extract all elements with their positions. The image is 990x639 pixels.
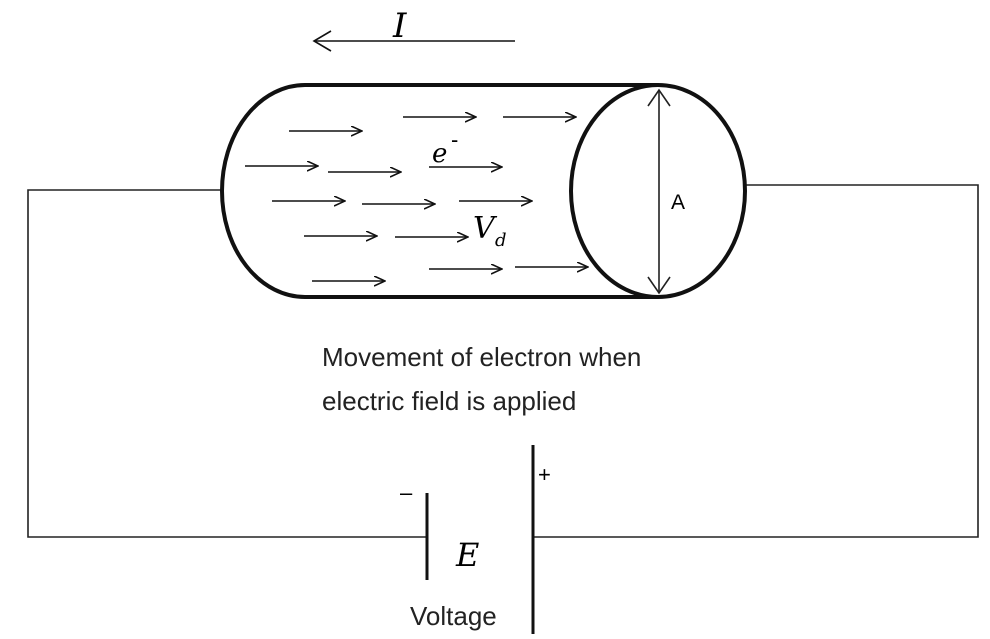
voltage-label: Voltage bbox=[410, 601, 497, 631]
caption-line-1: Movement of electron when bbox=[322, 342, 641, 372]
current-arrow-head bbox=[312, 30, 332, 52]
diameter-arrow-head-top bbox=[647, 88, 671, 107]
caption-line-2: electric field is applied bbox=[322, 386, 576, 416]
circuit-wire-left bbox=[27, 189, 427, 538]
drift-velocity-symbol: V bbox=[473, 211, 498, 246]
circuit-wire-right bbox=[533, 184, 979, 538]
conductor-cylinder-body bbox=[220, 83, 658, 299]
negative-terminal-sign: – bbox=[400, 480, 413, 505]
positive-terminal-sign: + bbox=[538, 462, 551, 487]
drift-velocity-subscript: d bbox=[495, 230, 507, 251]
conductor-cross-section-ellipse bbox=[569, 83, 747, 299]
emf-symbol: E bbox=[455, 536, 479, 574]
area-label: A bbox=[671, 191, 685, 214]
electron-arrows bbox=[245, 117, 587, 281]
diameter-arrow-head-bottom bbox=[647, 276, 671, 295]
current-symbol: I bbox=[392, 6, 407, 46]
electron-symbol: e bbox=[432, 139, 447, 169]
electron-charge-sign: - bbox=[451, 127, 458, 152]
